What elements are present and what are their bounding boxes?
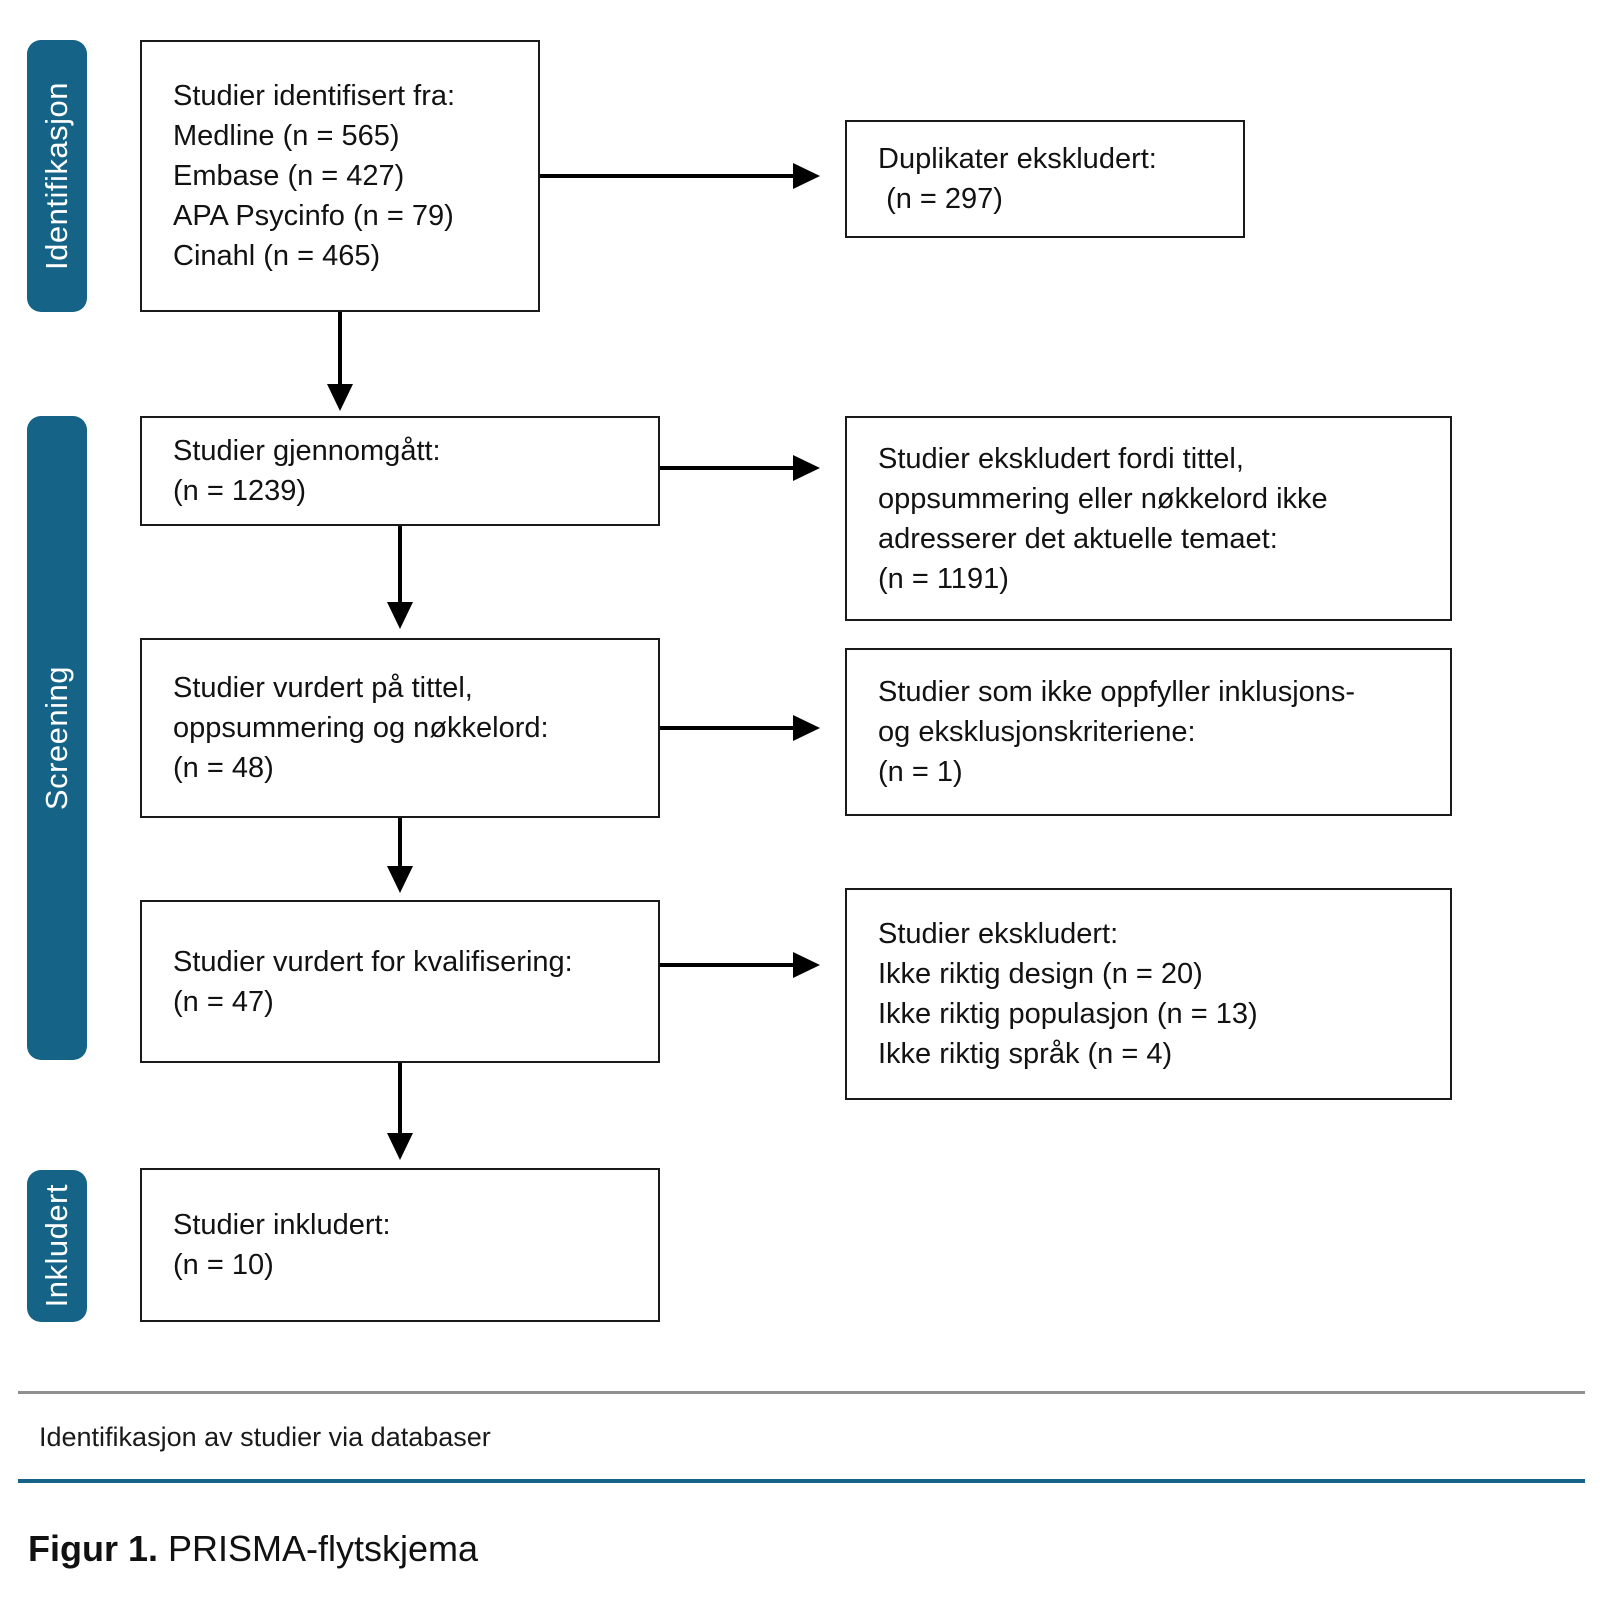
box-not-meeting-criteria: Studier som ikke oppfyller inklusjons- o… <box>845 648 1452 816</box>
box-excluded-topic: Studier ekskludert fordi tittel, oppsumm… <box>845 416 1452 621</box>
box-excluded-topic-text: Studier ekskludert fordi tittel, oppsumm… <box>878 442 1328 595</box>
footer-caption: Identifikasjon av studier via databaser <box>39 1422 491 1452</box>
arrow-shaft <box>398 526 402 604</box>
divider-accent <box>18 1479 1585 1483</box>
box-excluded-reasons: Studier ekskludert: Ikke riktig design (… <box>845 888 1452 1100</box>
arrowhead-down-icon <box>387 602 413 629</box>
phase-label-included: Inkludert <box>39 1184 74 1308</box>
divider-gray <box>18 1391 1585 1394</box>
figure-caption: Figur 1. PRISMA-flytskjema <box>28 1528 478 1570</box>
arrowhead-right-icon <box>793 455 820 481</box>
box-assessed-eligibility-text: Studier vurdert for kvalifisering: (n = … <box>173 945 573 1018</box>
box-studies-included: Studier inkludert: (n = 10) <box>140 1168 660 1322</box>
arrowhead-down-icon <box>327 384 353 411</box>
box-excluded-reasons-text: Studier ekskludert: Ikke riktig design (… <box>878 918 1258 1070</box>
arrowhead-right-icon <box>793 952 820 978</box>
box-studies-screened-text: Studier gjennomgått: (n = 1239) <box>173 435 441 507</box>
phase-bar-screening: Screening <box>27 416 87 1060</box>
arrow-shaft <box>338 312 342 386</box>
box-assessed-title-abstract: Studier vurdert på tittel, oppsummering … <box>140 638 660 818</box>
figure-label: Figur 1. <box>28 1528 159 1569</box>
arrowhead-down-icon <box>387 1133 413 1160</box>
box-studies-included-text: Studier inkludert: (n = 10) <box>173 1209 391 1281</box>
box-duplicates-excluded-text: Duplikater ekskludert: (n = 297) <box>878 143 1157 215</box>
box-studies-screened: Studier gjennomgått: (n = 1239) <box>140 416 660 526</box>
arrow-shaft <box>660 466 793 470</box>
phase-bar-identification: Identifikasjon <box>27 40 87 312</box>
arrow-shaft <box>660 726 793 730</box>
arrow-shaft <box>540 174 793 178</box>
box-assessed-eligibility: Studier vurdert for kvalifisering: (n = … <box>140 900 660 1063</box>
phase-label-screening: Screening <box>39 665 74 811</box>
box-studies-identified: Studier identifisert fra: Medline (n = 5… <box>140 40 540 312</box>
arrowhead-down-icon <box>387 866 413 893</box>
arrowhead-right-icon <box>793 715 820 741</box>
arrow-shaft <box>660 963 793 967</box>
figure-title: PRISMA-flytskjema <box>158 1528 479 1569</box>
arrowhead-right-icon <box>793 163 820 189</box>
arrow-shaft <box>398 818 402 868</box>
arrow-shaft <box>398 1063 402 1135</box>
box-not-meeting-criteria-text: Studier som ikke oppfyller inklusjons- o… <box>878 676 1356 788</box>
box-duplicates-excluded: Duplikater ekskludert: (n = 297) <box>845 120 1245 238</box>
phase-label-identification: Identifikasjon <box>39 82 74 270</box>
phase-bar-included: Inkludert <box>27 1170 87 1322</box>
box-studies-identified-text: Studier identifisert fra: Medline (n = 5… <box>173 80 456 272</box>
box-assessed-title-abstract-text: Studier vurdert på tittel, oppsummering … <box>173 672 549 784</box>
